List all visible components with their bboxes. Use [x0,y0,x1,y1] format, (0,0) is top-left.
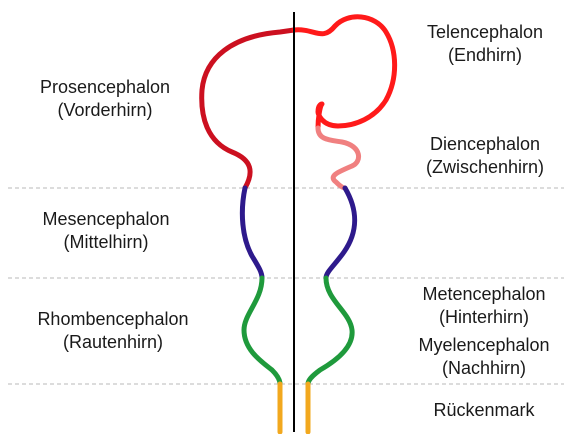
label-metencephalon-name: Metencephalon [422,283,545,306]
label-rhombencephalon-name: Rhombencephalon [37,308,188,331]
label-myelencephalon: Myelencephalon (Nachhirn) [418,334,549,380]
label-myelencephalon-german: (Nachhirn) [418,357,549,380]
telencephalon-wall [294,17,395,128]
rhombencephalon-right-wall [308,278,352,384]
label-prosencephalon: Prosencephalon (Vorderhirn) [40,76,170,122]
label-diencephalon: Diencephalon (Zwischenhirn) [426,133,544,179]
label-telencephalon-german: (Endhirn) [427,44,543,67]
label-telencephalon-name: Telencephalon [427,21,543,44]
diencephalon-wall [318,128,359,188]
label-rueckenmark-name: Rückenmark [433,399,534,422]
label-rhombencephalon: Rhombencephalon (Rautenhirn) [37,308,188,354]
label-prosencephalon-name: Prosencephalon [40,76,170,99]
label-metencephalon-german: (Hinterhirn) [422,306,545,329]
prosencephalon-left-wall [202,30,294,188]
label-myelencephalon-name: Myelencephalon [418,334,549,357]
label-rhombencephalon-german: (Rautenhirn) [37,331,188,354]
label-metencephalon: Metencephalon (Hinterhirn) [422,283,545,329]
label-mesencephalon-german: (Mittelhirn) [42,231,169,254]
label-mesencephalon: Mesencephalon (Mittelhirn) [42,208,169,254]
label-diencephalon-name: Diencephalon [426,133,544,156]
mesencephalon-right-wall [326,188,355,278]
rhombencephalon-left-wall [244,278,280,384]
mesencephalon-left-wall [242,188,262,278]
label-rueckenmark: Rückenmark [433,399,534,422]
label-mesencephalon-name: Mesencephalon [42,208,169,231]
label-telencephalon: Telencephalon (Endhirn) [427,21,543,67]
label-prosencephalon-german: (Vorderhirn) [40,99,170,122]
label-diencephalon-german: (Zwischenhirn) [426,156,544,179]
